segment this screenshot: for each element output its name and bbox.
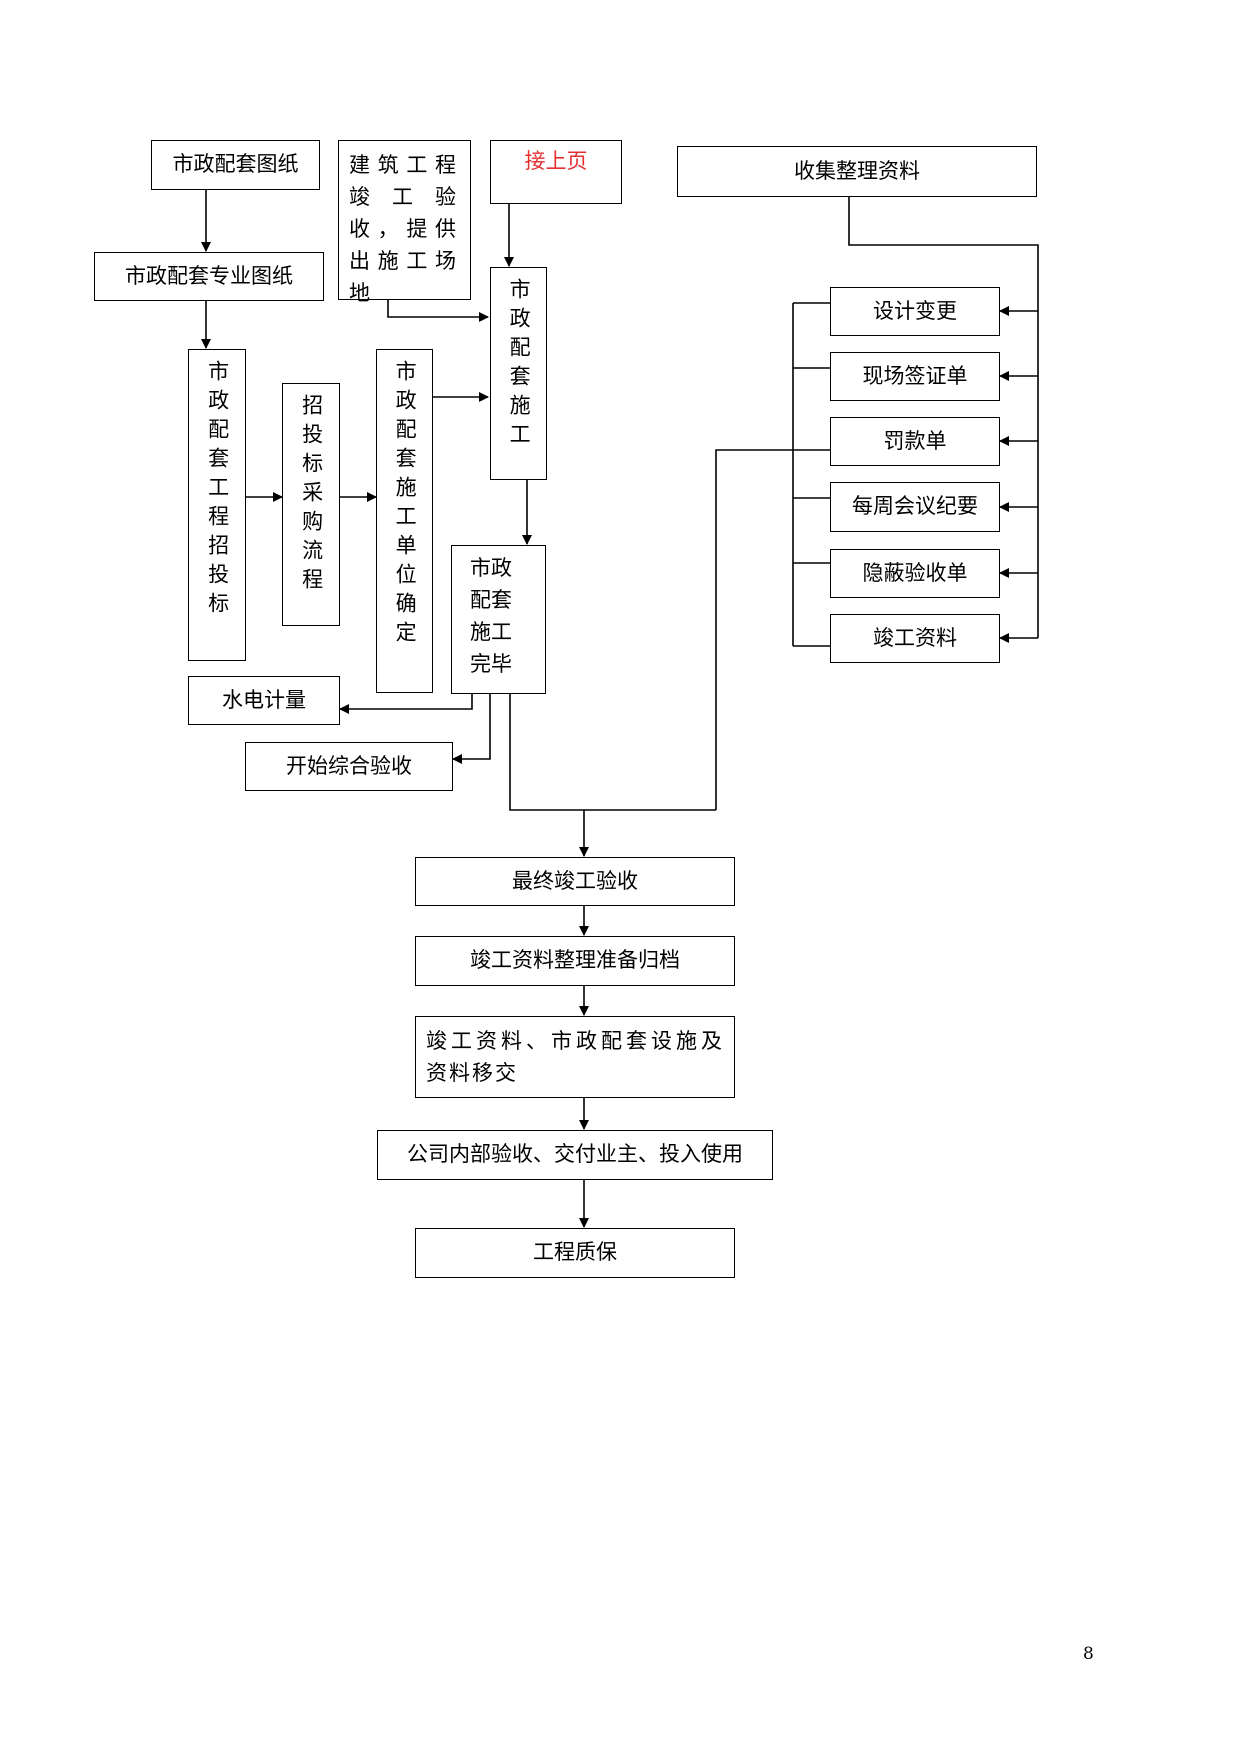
metering-box: 水电计量 xyxy=(188,676,340,725)
concealed-label: 隐蔽验收单 xyxy=(862,560,968,585)
arrow-finished-to-final xyxy=(509,694,589,857)
metering-label: 水电计量 xyxy=(222,687,306,712)
internal-label: 公司内部验收、交付业主、投入使用 xyxy=(407,1142,743,1167)
finished-box: 市政配套施工完毕 xyxy=(451,545,546,694)
design-change-box: 设计变更 xyxy=(830,287,1000,336)
contractor-box: 市政配套施工单位确定 xyxy=(376,349,433,693)
arrow-building-to-construction xyxy=(387,300,489,322)
weekly-minutes-label: 每周会议纪要 xyxy=(852,494,978,519)
concealed-box: 隐蔽验收单 xyxy=(830,549,1000,598)
construction-box: 市政配套施工 xyxy=(490,267,547,480)
special-drawings-box: 市政配套专业图纸 xyxy=(94,252,324,301)
warranty-box: 工程质保 xyxy=(415,1228,735,1278)
design-change-label: 设计变更 xyxy=(873,298,957,323)
handover-box: 竣工资料、市政配套设施及资料移交 xyxy=(415,1016,735,1098)
final-acceptance-box: 最终竣工验收 xyxy=(415,857,735,906)
final-acceptance-label: 最终竣工验收 xyxy=(512,868,638,893)
completion-docs-label: 竣工资料 xyxy=(873,625,957,650)
penalty-label: 罚款单 xyxy=(883,428,947,453)
line-docs-to-final xyxy=(715,449,830,810)
continued-label: 接上页 xyxy=(524,149,588,173)
archive-label: 竣工资料整理准备归档 xyxy=(470,948,680,973)
contractor-label: 市政配套施工单位确定 xyxy=(393,360,418,650)
special-drawings-label: 市政配套专业图纸 xyxy=(125,263,293,288)
finished-label: 市政配套施工完毕 xyxy=(470,556,512,676)
collect-label: 收集整理资料 xyxy=(794,158,920,183)
handover-label: 竣工资料、市政配套设施及资料移交 xyxy=(426,1029,724,1085)
page-number: 8 xyxy=(1083,1644,1094,1664)
continued-box: 接上页 xyxy=(490,140,622,204)
bidding-label: 市政配套工程招投标 xyxy=(205,360,230,621)
procurement-box: 招投标采购流程 xyxy=(282,383,340,626)
site-visa-label: 现场签证单 xyxy=(862,363,968,388)
penalty-box: 罚款单 xyxy=(830,417,1000,466)
weekly-minutes-box: 每周会议纪要 xyxy=(830,482,1000,532)
drawings-box: 市政配套图纸 xyxy=(151,140,320,190)
archive-box: 竣工资料整理准备归档 xyxy=(415,936,735,986)
building-acceptance-label: 建筑工程竣工验收，提供出施工场地 xyxy=(349,153,460,305)
procurement-label: 招投标采购流程 xyxy=(299,394,324,597)
bidding-box: 市政配套工程招投标 xyxy=(188,349,246,661)
arrow-finished-to-comprehensive xyxy=(452,694,491,764)
site-visa-box: 现场签证单 xyxy=(830,352,1000,401)
building-acceptance-box: 建筑工程竣工验收，提供出施工场地 xyxy=(338,140,471,305)
comprehensive-box: 开始综合验收 xyxy=(245,742,453,791)
completion-docs-box: 竣工资料 xyxy=(830,614,1000,663)
drawings-label: 市政配套图纸 xyxy=(172,152,299,177)
comprehensive-label: 开始综合验收 xyxy=(286,753,412,778)
collect-box: 收集整理资料 xyxy=(677,146,1037,197)
construction-label: 市政配套施工 xyxy=(507,278,532,452)
warranty-label: 工程质保 xyxy=(533,1240,617,1265)
arrow-finished-to-metering xyxy=(339,694,473,714)
internal-box: 公司内部验收、交付业主、投入使用 xyxy=(377,1130,773,1180)
